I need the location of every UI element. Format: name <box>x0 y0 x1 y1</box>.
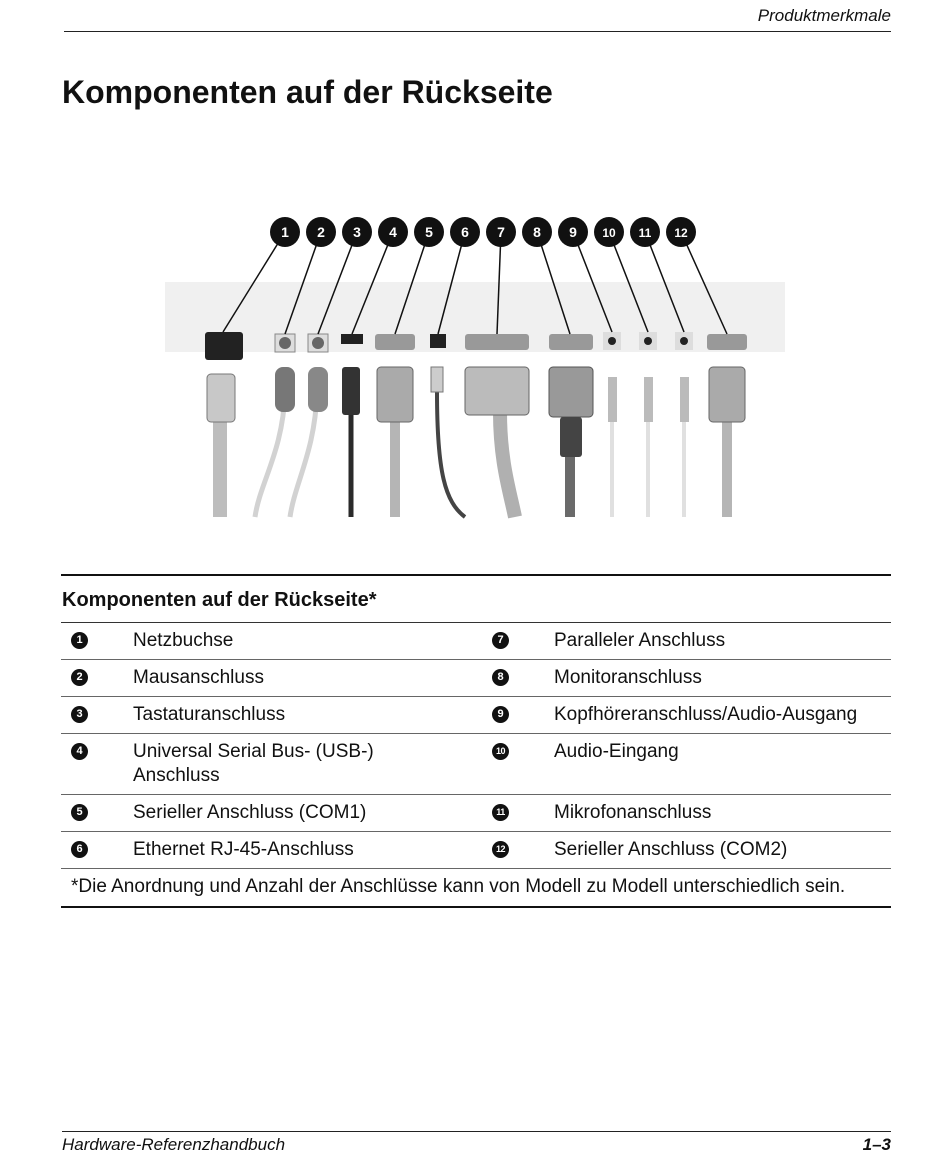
callout-number: 1 <box>281 224 289 240</box>
callout-badge: 7 <box>492 632 509 650</box>
callout-badge: 2 <box>71 669 88 687</box>
callout-badge: 12 <box>492 841 509 859</box>
callout-circle <box>486 217 516 247</box>
callout-number: 4 <box>389 224 397 240</box>
table-top-rule <box>61 574 891 576</box>
monitor-port <box>549 334 593 350</box>
mouse-port <box>279 337 291 349</box>
audio-in-jack <box>644 337 652 345</box>
component-label: Serieller Anschluss (COM1) <box>133 802 367 823</box>
callout-number: 12 <box>674 226 688 240</box>
callout-circle <box>666 217 696 247</box>
component-label: Serieller Anschluss (COM2) <box>554 839 788 860</box>
component-label: Mausanschluss <box>133 667 264 688</box>
callout-number: 7 <box>497 224 505 240</box>
callout-circle <box>414 217 444 247</box>
footer-rule <box>62 1131 891 1132</box>
power-socket-port <box>205 332 243 360</box>
serial-port-com1 <box>375 334 415 350</box>
callout-circle <box>270 217 300 247</box>
table-head-rule <box>61 622 891 623</box>
callout-badge: 11 <box>492 804 509 822</box>
serial-port-com2 <box>707 334 747 350</box>
callout-circle <box>450 217 480 247</box>
components-table: Komponenten auf der Rückseite* 1 Netzbuc… <box>61 574 891 908</box>
table-title: Komponenten auf der Rückseite* <box>62 589 377 611</box>
page-number: 1–3 <box>862 1135 891 1154</box>
callout-circle <box>378 217 408 247</box>
callout-badge: 8 <box>492 669 509 687</box>
callout-circle <box>522 217 552 247</box>
headphone-jack <box>608 337 616 345</box>
component-label: Monitoranschluss <box>554 667 702 688</box>
callout-badge: 9 <box>492 706 509 724</box>
callout-number: 9 <box>569 224 577 240</box>
component-label: Ethernet RJ-45-Anschluss <box>133 839 354 860</box>
running-header: Produktmerkmale <box>757 6 891 25</box>
callout-badge: 3 <box>71 706 88 724</box>
callout-badge: 1 <box>71 632 88 650</box>
microphone-jack <box>680 337 688 345</box>
table-footnote: *Die Anordnung und Anzahl der Anschlüsse… <box>61 869 891 908</box>
callout-number: 11 <box>639 226 652 240</box>
table-row: 6 Ethernet RJ-45-Anschluss 12 Serieller … <box>61 832 891 869</box>
footer-book-title: Hardware-Referenzhandbuch <box>62 1135 286 1154</box>
callout-circle <box>306 217 336 247</box>
component-label: Netzbuchse <box>133 630 234 651</box>
table-row: 1 Netzbuchse 7 Paralleler Anschluss <box>61 623 891 660</box>
callout-circle <box>342 217 372 247</box>
usb-port <box>341 334 363 344</box>
callout-number: 6 <box>461 224 469 240</box>
callout-badge: 6 <box>71 841 88 859</box>
component-label: Audio-Eingang <box>554 741 679 762</box>
component-label: Kopfhöreranschluss/Audio-Ausgang <box>554 704 858 725</box>
table-row: 5 Serieller Anschluss (COM1) 11 Mikrofon… <box>61 795 891 832</box>
component-label: Tastaturanschluss <box>133 704 286 725</box>
table-row: 4 Universal Serial Bus- (USB-) Anschluss… <box>61 734 891 795</box>
callout-badge: 4 <box>71 743 88 761</box>
callout-circle <box>558 217 588 247</box>
callout-number: 5 <box>425 224 433 240</box>
component-label: Universal Serial Bus- (USB-) Anschluss <box>133 741 374 786</box>
component-label: Paralleler Anschluss <box>554 630 726 651</box>
page-title: Komponenten auf der Rückseite <box>62 74 553 110</box>
callout-number: 10 <box>602 226 616 240</box>
callout-badge: 5 <box>71 804 88 822</box>
callout-badge: 10 <box>492 743 509 761</box>
callout-number: 3 <box>353 224 361 240</box>
table-row: 2 Mausanschluss 8 Monitoranschluss <box>61 660 891 697</box>
keyboard-port <box>312 337 324 349</box>
callout-circle <box>630 217 660 247</box>
ethernet-port <box>430 334 446 348</box>
callout-number: 8 <box>533 224 541 240</box>
callout-number: 2 <box>317 224 325 240</box>
parallel-port <box>465 334 529 350</box>
header-rule <box>64 31 891 32</box>
callout-circle <box>594 217 624 247</box>
component-label: Mikrofonanschluss <box>554 802 712 823</box>
table-row: 3 Tastaturanschluss 9 Kopfhöreranschluss… <box>61 697 891 734</box>
